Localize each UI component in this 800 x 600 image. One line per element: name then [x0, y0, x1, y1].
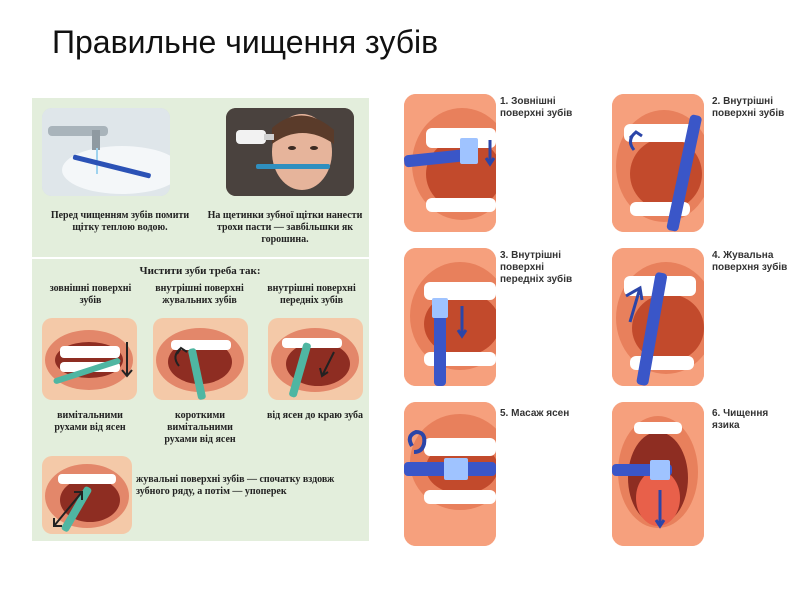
illustration-chewing-surfaces [42, 456, 132, 534]
step-4-label: 4. Жувальна поверхня зубів [712, 250, 788, 273]
step-4-illustration [612, 248, 704, 386]
illustration-inner-front [268, 318, 363, 400]
caption-gum-to-edge: від ясен до краю зуба [266, 410, 364, 421]
section-heading: Чистити зуби треба так: [139, 265, 261, 277]
step-3-label: 3. Внутрішні поверхні передніх зубів [500, 250, 573, 285]
page-title: Правильне чищення зубів [52, 24, 439, 60]
step-3-illustration [404, 248, 496, 386]
header-inner-chewing: внутрішні поверхні жувальних зубів [155, 283, 244, 306]
step-6-illustration [612, 402, 704, 546]
step-5-label: 5. Масаж ясен [500, 408, 570, 419]
step-6-label: 6. Чищення язика [712, 408, 769, 431]
illustration-outer-surfaces [42, 318, 137, 400]
photo-washing-brush [42, 108, 170, 196]
caption-short-sweeping: короткими вимітальними рухами від ясен [164, 410, 236, 445]
step-2-label: 2. Внутрішні поверхні зубів [712, 96, 785, 119]
panel-divider [32, 257, 369, 259]
illustration-inner-chewing [153, 318, 248, 400]
photo-applying-toothpaste [226, 108, 354, 196]
step-2-illustration [612, 94, 704, 232]
step-5-illustration [404, 402, 496, 546]
step-1-label: 1. Зовнішні поверхні зубів [500, 96, 573, 119]
caption-sweeping: вимітальними рухами від ясен [54, 410, 126, 433]
step-1-illustration [404, 94, 496, 232]
header-inner-front: внутрішні поверхні передніх зубів [267, 283, 356, 306]
caption-wash-brush: Перед чищенням зубів помити щітку теплою… [50, 210, 190, 233]
caption-chewing-surfaces: жувальні поверхні зубів — спочатку вздов… [136, 474, 335, 497]
caption-apply-paste: На щетинки зубної щітки нанести трохи па… [207, 210, 363, 245]
header-outer-surfaces: зовнішні поверхні зубів [49, 283, 132, 306]
